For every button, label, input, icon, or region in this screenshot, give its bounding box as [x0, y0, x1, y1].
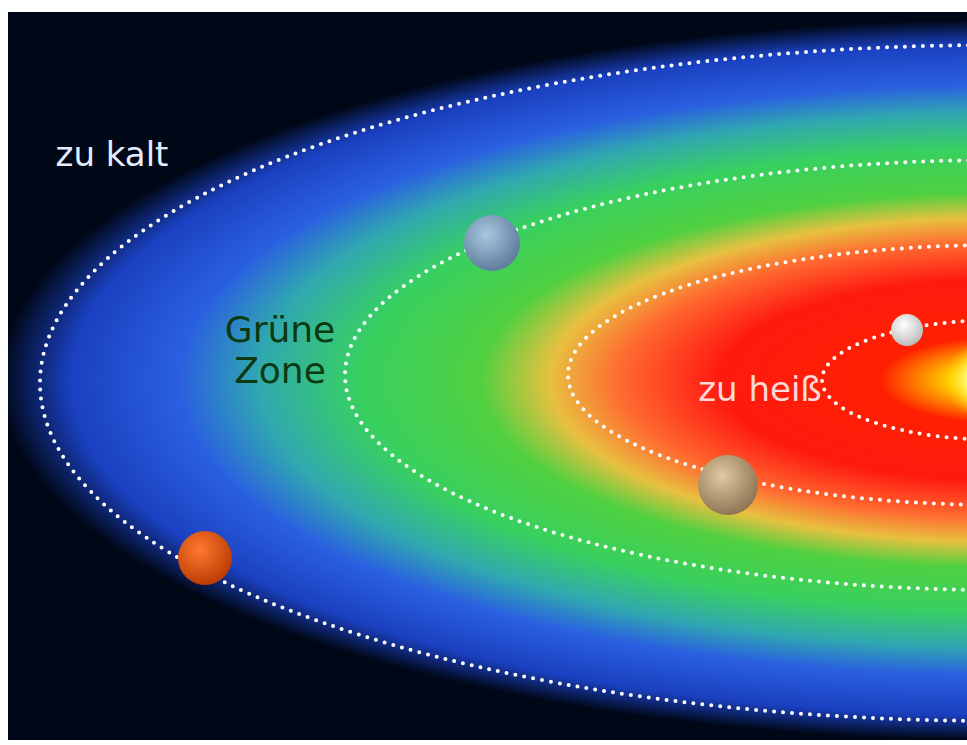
orbit — [568, 245, 967, 505]
zone-background — [8, 12, 967, 740]
orbits — [40, 45, 967, 721]
orbit — [345, 160, 967, 590]
planet — [698, 455, 758, 515]
planet — [891, 314, 923, 346]
planet — [178, 531, 232, 585]
zone-label: zu heiß — [695, 370, 825, 409]
orbit — [40, 45, 967, 721]
sun — [945, 340, 967, 420]
zone-label: zu kalt — [12, 135, 212, 174]
planet — [464, 215, 520, 271]
zone-label: Grüne Zone — [205, 309, 355, 392]
